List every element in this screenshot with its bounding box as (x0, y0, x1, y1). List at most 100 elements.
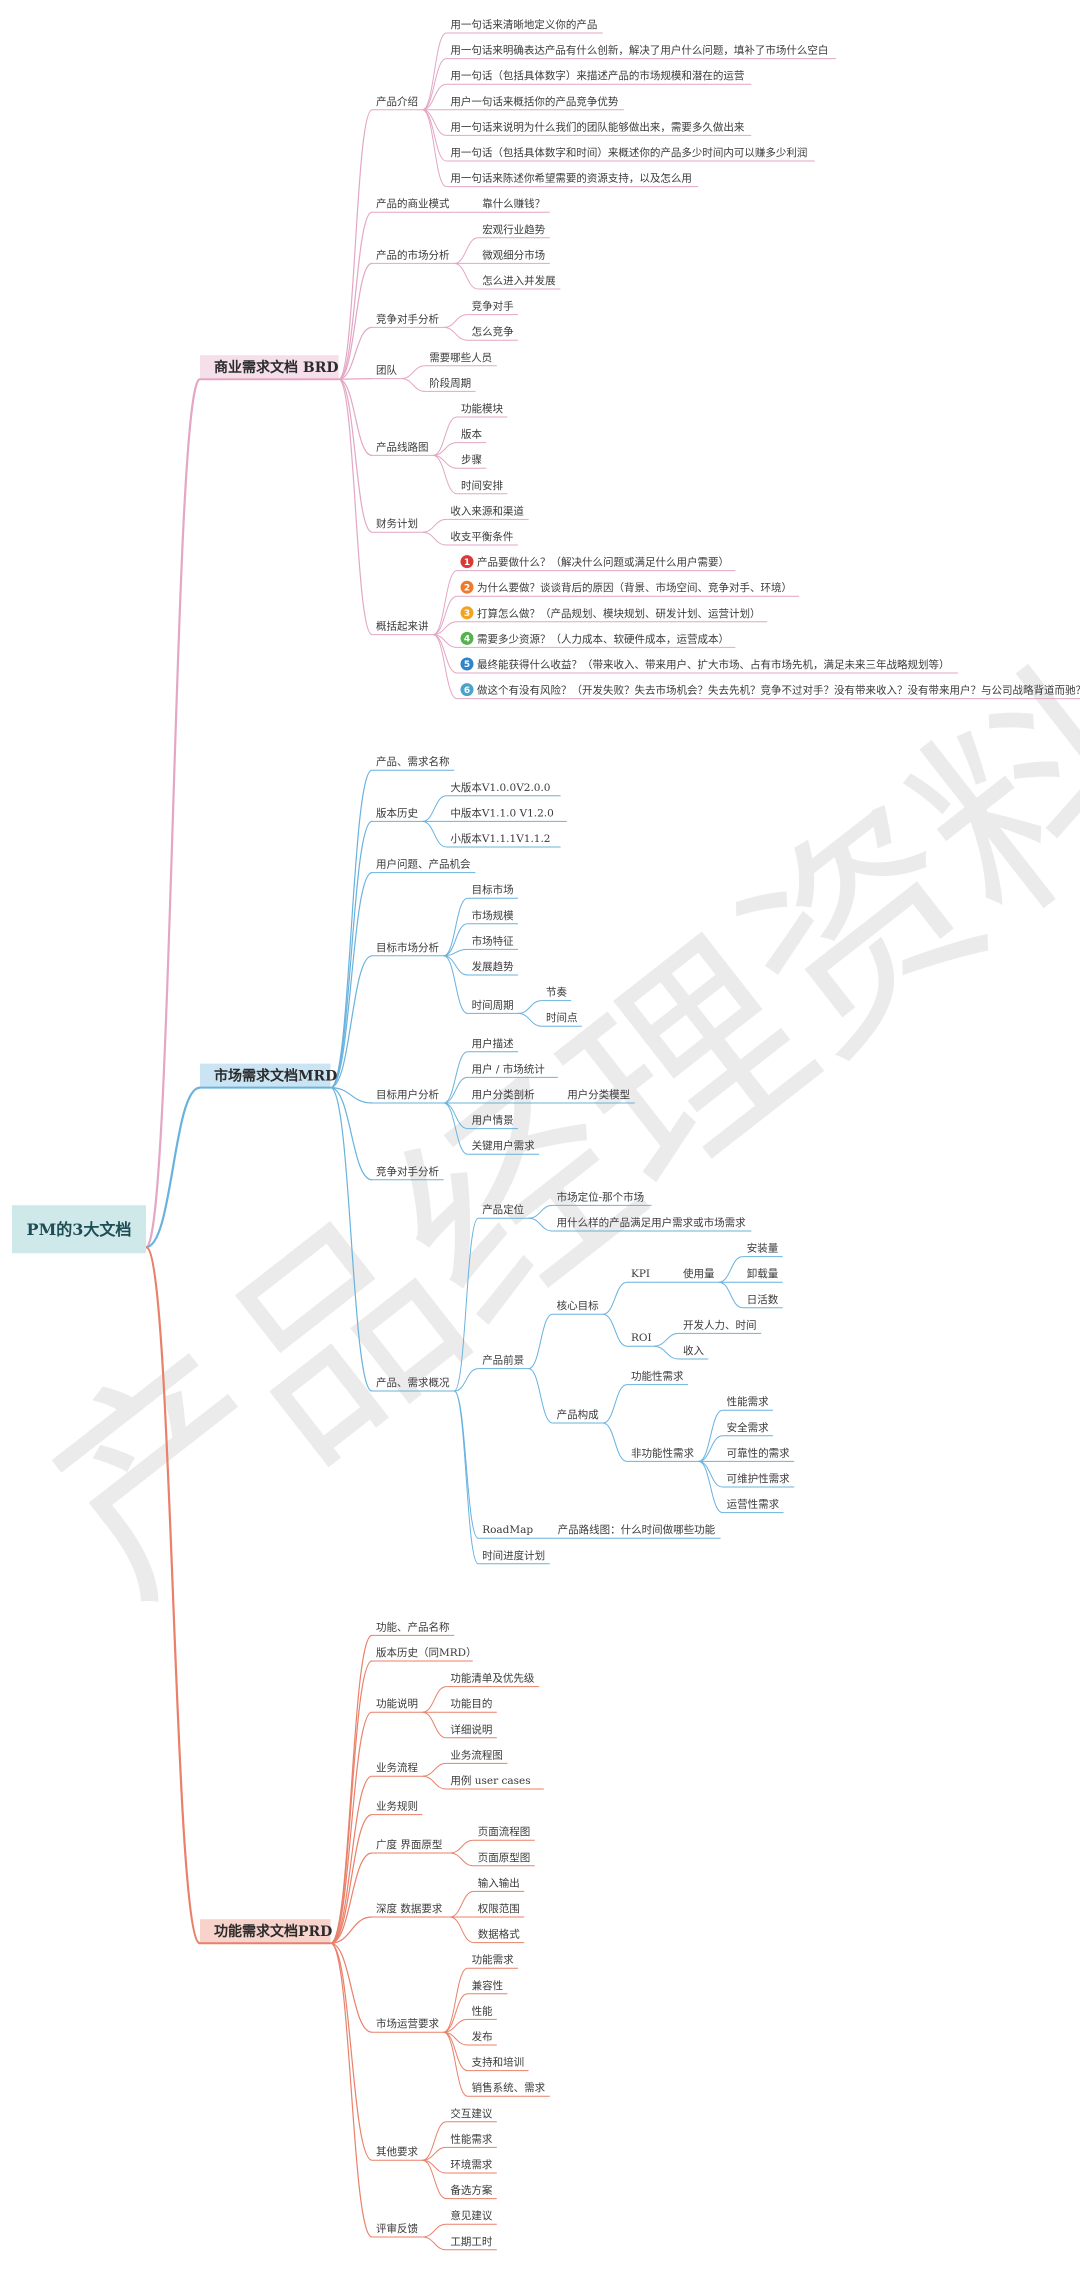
node-branches-1-children-6-children-1-children-1-children-1-children-3[interactable]: 可维护性需求 (722, 1472, 795, 1488)
node-branches-0-children-0-children-1[interactable]: 用一句话来明确表达产品有什么创新，解决了用户什么问题，填补了市场什么空白 (446, 44, 836, 60)
node-branches-1-children-6-children-1-children-1-children-1-children-0[interactable]: 性能需求 (722, 1395, 773, 1411)
node-branches-2-children-6[interactable]: 深度 数据要求 (372, 1902, 450, 1918)
node-branches-1-children-6-children-1-children-1-children-1[interactable]: 非功能性需求 (627, 1446, 699, 1462)
node-branches-1-children-6-children-3[interactable]: 时间进度计划 (478, 1549, 550, 1565)
node-branches-1-children-3-children-1[interactable]: 市场规模 (467, 909, 518, 925)
node-branches-2-children-8-children-0[interactable]: 交互建议 (446, 2107, 497, 2123)
node-branches-1-children-3-children-4-children-1[interactable]: 时间点 (542, 1011, 582, 1027)
node-branches-2-children-9[interactable]: 评审反馈 (372, 2222, 423, 2238)
node-branches-1-children-4-children-1[interactable]: 用户 / 市场统计 (467, 1062, 558, 1078)
node-branches-0-children-0-children-5[interactable]: 用一句话（包括具体数字和时间）来概述你的产品多少时间内可以赚多少利润 (446, 146, 815, 162)
node-branches-1-children-6-children-0-children-0[interactable]: 市场定位-那个市场 (552, 1190, 652, 1206)
node-branches-2-children-5-children-1[interactable]: 页面原型图 (473, 1851, 535, 1867)
node-branches-1-children-6-children-1-children-0-children-0-children-0-children-2[interactable]: 日活数 (742, 1293, 783, 1309)
node-branches-2-children-6-children-2[interactable]: 数据格式 (473, 1928, 525, 1944)
node-branches-1-children-5[interactable]: 竞争对手分析 (372, 1165, 444, 1181)
node-branches-1-children-6-children-1-children-0-children-1[interactable]: ROI (627, 1332, 654, 1347)
branch-prd[interactable]: 功能需求文档PRD (200, 1919, 332, 1945)
node-branches-2-children-8-children-1[interactable]: 性能需求 (446, 2132, 497, 2148)
node-branches-2-children-7[interactable]: 市场运营要求 (372, 2017, 444, 2033)
node-branches-0-children-2-children-0[interactable]: 宏观行业趋势 (478, 223, 550, 239)
node-branches-2-children-2-children-2[interactable]: 详细说明 (446, 1723, 497, 1739)
node-branches-1-children-6-children-1-children-1-children-1-children-2[interactable]: 可靠性的需求 (722, 1446, 795, 1462)
node-branches-1-children-4-children-3[interactable]: 用户情景 (467, 1114, 518, 1130)
node-branches-1-children-1[interactable]: 版本历史 (372, 806, 423, 822)
node-branches-0-children-3[interactable]: 竞争对手分析 (372, 312, 444, 328)
node-branches-0-children-6[interactable]: 财务计划 (372, 517, 423, 533)
node-branches-1-children-3-children-2[interactable]: 市场特征 (467, 934, 518, 950)
node-branches-1-children-4-children-0[interactable]: 用户描述 (467, 1037, 518, 1053)
node-branches-1-children-4-children-4[interactable]: 关键用户需求 (467, 1139, 540, 1155)
node-branches-2-children-3-children-1[interactable]: 用例 user cases (446, 1774, 544, 1790)
node-branches-1-children-6-children-0[interactable]: 产品定位 (478, 1203, 529, 1219)
node-branches-0-children-0-children-4[interactable]: 用一句话来说明为什么我们的团队能够做出来，需要多久做出来 (446, 120, 752, 136)
node-branches-1-children-4[interactable]: 目标用户分析 (372, 1088, 444, 1104)
node-branches-0-children-0-children-6[interactable]: 用一句话来陈述你希望需要的资源支持，以及怎么用 (446, 172, 699, 188)
node-branches-1-children-6-children-1-children-1[interactable]: 产品构成 (552, 1408, 603, 1424)
node-branches-2-children-1[interactable]: 版本历史（同MRD） (372, 1646, 477, 1662)
node-branches-0-children-6-children-1[interactable]: 收支平衡条件 (446, 530, 518, 546)
node-branches-1-children-6-children-1-children-0-children-1-children-1[interactable]: 收入 (679, 1344, 709, 1360)
node-branches-2-children-8[interactable]: 其他要求 (372, 2145, 423, 2161)
node-branches-1-children-6-children-1-children-1-children-1-children-4[interactable]: 运营性需求 (722, 1498, 784, 1514)
node-branches-1-children-6-children-1-children-0-children-0-children-0-children-1[interactable]: 卸载量 (742, 1267, 783, 1283)
node-branches-0-children-6-children-0[interactable]: 收入来源和渠道 (446, 504, 529, 520)
node-branches-2-children-0[interactable]: 功能、产品名称 (372, 1620, 455, 1636)
node-branches-1-children-6-children-1-children-0[interactable]: 核心目标 (552, 1299, 603, 1315)
node-branches-0-children-7[interactable]: 概括起来讲 (372, 620, 433, 636)
node-branches-2-children-3[interactable]: 业务流程 (372, 1761, 423, 1777)
node-branches-0-children-0-children-3[interactable]: 用户一句话来概括你的产品竞争优势 (446, 95, 624, 111)
node-branches-1-children-4-children-2[interactable]: 用户分类剖析 (467, 1088, 540, 1104)
node-branches-1-children-0[interactable]: 产品、需求名称 (372, 755, 455, 771)
node-branches-2-children-7-children-5[interactable]: 销售系统、需求 (467, 2081, 550, 2097)
node-branches-2-children-8-children-3[interactable]: 备选方案 (446, 2184, 497, 2200)
node-branches-2-children-2[interactable]: 功能说明 (372, 1697, 423, 1713)
node-branches-1-children-6-children-1[interactable]: 产品前景 (478, 1354, 529, 1370)
node-branches-0-children-3-children-0[interactable]: 竞争对手 (467, 300, 518, 316)
node-branches-0-children-0-children-0[interactable]: 用一句话来清晰地定义你的产品 (446, 18, 603, 34)
node-branches-2-children-7-children-0[interactable]: 功能需求 (467, 1953, 518, 1969)
node-branches-0-children-5-children-3[interactable]: 时间安排 (457, 479, 508, 495)
node-branches-0-children-5[interactable]: 产品线路图 (372, 440, 433, 456)
node-branches-2-children-6-children-0[interactable]: 输入输出 (473, 1876, 525, 1892)
node-branches-2-children-2-children-0[interactable]: 功能清单及优先级 (446, 1672, 540, 1688)
node-branches-2-children-9-children-1[interactable]: 工期工时 (446, 2236, 497, 2251)
node-branches-0-children-2-children-1[interactable]: 微观细分市场 (478, 248, 550, 264)
node-branches-0-children-0[interactable]: 产品介绍 (372, 95, 423, 111)
node-branches-1-children-6[interactable]: 产品、需求概况 (372, 1376, 455, 1392)
node-branches-1-children-6-children-0-children-1[interactable]: 用什么样的产品满足用户需求或市场需求 (552, 1216, 752, 1232)
node-branches-0-children-4[interactable]: 团队 (372, 364, 402, 380)
branch-brd[interactable]: 商业需求文档 BRD (200, 355, 339, 381)
node-branches-2-children-5-children-0[interactable]: 页面流程图 (473, 1825, 535, 1841)
node-branches-1-children-3-children-4-children-0[interactable]: 节奏 (542, 987, 572, 1002)
node-branches-0-children-3-children-1[interactable]: 怎么竞争 (467, 325, 518, 341)
node-branches-1-children-6-children-1-children-1-children-1-children-1[interactable]: 安全需求 (722, 1421, 773, 1437)
node-branches-1-children-6-children-2-children-0[interactable]: 产品路线图：什么时间做哪些功能 (553, 1523, 721, 1539)
node-branches-0-children-5-children-1[interactable]: 版本 (457, 428, 487, 444)
node-branches-1-children-6-children-1-children-0-children-1-children-0[interactable]: 开发人力、时间 (679, 1318, 762, 1334)
node-branches-2-children-6-children-1[interactable]: 权限范围 (473, 1902, 525, 1918)
node-branches-2-children-5[interactable]: 广度 界面原型 (372, 1838, 450, 1854)
node-branches-1-children-1-children-2[interactable]: 小版本V1.1.1V1.1.2 (446, 832, 561, 848)
node-branches-1-children-1-children-1[interactable]: 中版本V1.1.0 V1.2.0 (446, 806, 567, 822)
node-branches-1-children-6-children-1-children-0-children-0-children-0[interactable]: 使用量 (679, 1267, 719, 1283)
node-branches-2-children-4[interactable]: 业务规则 (372, 1800, 423, 1816)
node-branches-1-children-3-children-4[interactable]: 时间周期 (467, 998, 518, 1014)
node-branches-1-children-6-children-1-children-0-children-0[interactable]: KPI (627, 1268, 654, 1283)
node-branches-0-children-4-children-1[interactable]: 阶段周期 (425, 376, 476, 392)
node-branches-0-children-2[interactable]: 产品的市场分析 (372, 248, 455, 264)
node-branches-1-children-6-children-1-children-1-children-0[interactable]: 功能性需求 (627, 1370, 688, 1386)
node-branches-1-children-6-children-1-children-0-children-0-children-0-children-0[interactable]: 安装量 (742, 1242, 783, 1258)
node-branches-2-children-7-children-4[interactable]: 支持和培训 (467, 2056, 529, 2072)
node-branches-1-children-6-children-2[interactable]: RoadMap (478, 1524, 533, 1539)
root-node[interactable]: PM的3大文档 (12, 1205, 146, 1254)
node-branches-0-children-2-children-2[interactable]: 怎么进入并发展 (478, 274, 561, 290)
node-branches-2-children-8-children-2[interactable]: 环境需求 (446, 2158, 497, 2174)
node-branches-1-children-4-children-2-children-0[interactable]: 用户分类模型 (563, 1088, 635, 1104)
node-branches-2-children-9-children-0[interactable]: 意见建议 (446, 2209, 497, 2225)
node-branches-0-children-0-children-2[interactable]: 用一句话（包括具体数字）来描述产品的市场规模和潜在的运营 (446, 69, 752, 85)
